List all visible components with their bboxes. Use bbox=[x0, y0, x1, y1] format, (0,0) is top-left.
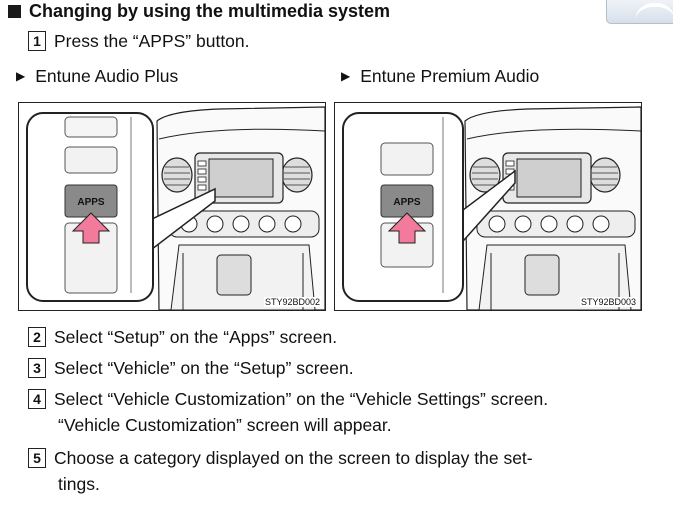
page-corner-tab bbox=[606, 0, 673, 24]
figure-label-audio-plus: ▶Entune Audio Plus bbox=[16, 66, 179, 86]
figure-code: STY92BD002 bbox=[263, 297, 321, 307]
step-5: 5 Choose a category displayed on the scre… bbox=[28, 445, 533, 497]
triangle-right-icon: ▶ bbox=[16, 69, 26, 83]
heading-square-icon bbox=[8, 5, 21, 18]
dashboard-illustration: APPS bbox=[342, 106, 641, 310]
apps-button-label: APPS bbox=[393, 197, 421, 208]
step-number: 5 bbox=[28, 448, 46, 468]
step-text: Select “Vehicle Customization” on the “V… bbox=[54, 389, 549, 409]
step-text-continued: “Vehicle Customization” screen will appe… bbox=[58, 415, 392, 435]
figure-premium-audio: APPS STY92BD003 bbox=[334, 102, 642, 311]
apps-button-label: APPS bbox=[77, 197, 105, 208]
figure-label-premium-audio: ▶Entune Premium Audio bbox=[341, 66, 540, 86]
step-2: 2 Select “Setup” on the “Apps” screen. bbox=[28, 324, 337, 350]
step-number: 2 bbox=[28, 327, 46, 347]
step-text: Press the “APPS” button. bbox=[54, 31, 250, 51]
figure-audio-plus: APPS STY92BD002 bbox=[18, 102, 326, 311]
section-heading: Changing by using the multimedia system bbox=[8, 1, 390, 21]
step-4: 4 Select “Vehicle Customization” on the “… bbox=[28, 386, 548, 438]
step-3: 3 Select “Vehicle” on the “Setup” screen. bbox=[28, 355, 354, 381]
arrow-up-icon bbox=[387, 212, 427, 244]
figure-code: STY92BD003 bbox=[579, 297, 637, 307]
step-number: 3 bbox=[28, 358, 46, 378]
step-text-continued: tings. bbox=[58, 474, 100, 494]
arrow-up-icon bbox=[71, 212, 111, 244]
step-text: Select “Vehicle” on the “Setup” screen. bbox=[54, 358, 354, 378]
triangle-right-icon: ▶ bbox=[341, 69, 351, 83]
step-number: 1 bbox=[28, 31, 46, 51]
step-number: 4 bbox=[28, 389, 46, 409]
step-text: Choose a category displayed on the scree… bbox=[54, 448, 533, 468]
step-1: 1 Press the “APPS” button. bbox=[28, 28, 250, 54]
step-text: Select “Setup” on the “Apps” screen. bbox=[54, 327, 338, 347]
dashboard-illustration: APPS bbox=[26, 106, 325, 310]
